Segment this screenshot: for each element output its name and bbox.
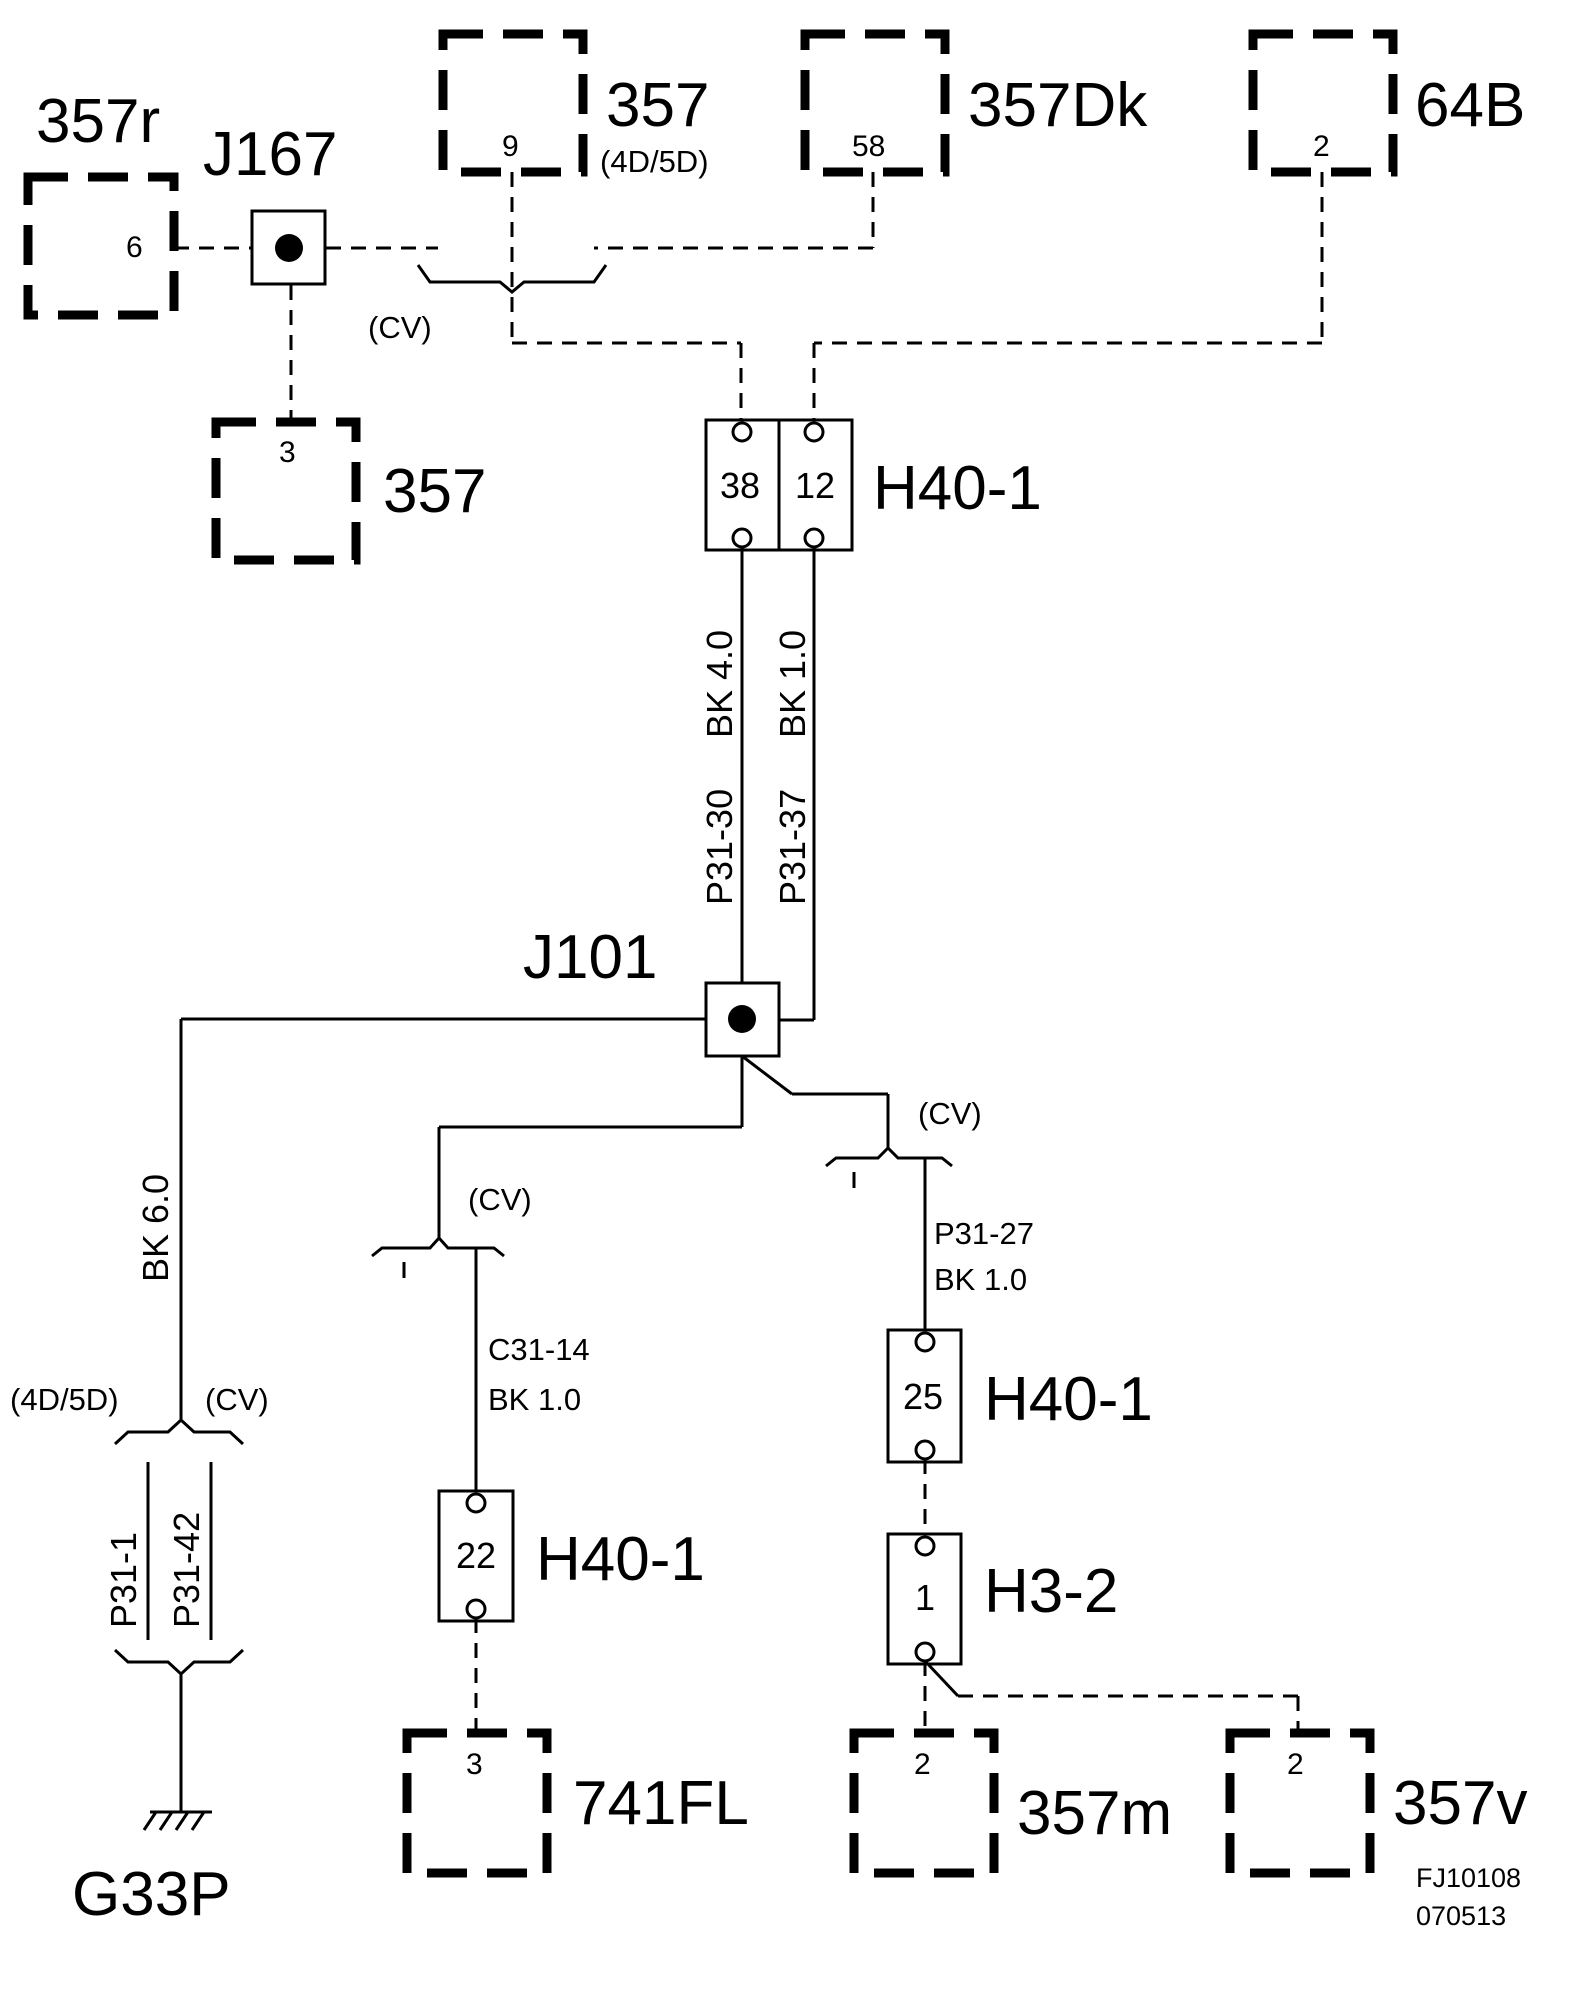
junction-label: J101 (523, 923, 657, 992)
top-dashed-wiring (174, 172, 1324, 425)
component-741FL: 3 741FL (402, 1728, 749, 1878)
variant-note: (4D/5D) (600, 144, 709, 179)
pin-12: 12 (795, 465, 835, 506)
wire-spec: BK 1.0 (772, 630, 813, 738)
pin-25: 25 (903, 1376, 943, 1417)
figure-id-line2: 070513 (1416, 1901, 1506, 1931)
wire-circuit: P31-1 (103, 1532, 144, 1628)
wire-label-P31-30: P31-30 BK 4.0 (699, 630, 740, 905)
pin-label: 6 (126, 231, 143, 264)
junction-label: J167 (203, 120, 337, 189)
wire-spec: BK 6.0 (135, 1174, 176, 1282)
pin-label: 2 (1313, 130, 1330, 163)
pin-label: 3 (279, 436, 296, 469)
component-box (1248, 29, 1398, 177)
component-label: 357r (36, 87, 160, 156)
figure-id: FJ10108 070513 (1416, 1863, 1521, 1931)
wire-circuit: C31-14 (488, 1332, 590, 1367)
pin-label: 9 (502, 130, 519, 163)
pin-label: 3 (466, 1748, 483, 1781)
component-label: 357 (606, 71, 709, 140)
component-357r: 6 357r (23, 87, 179, 320)
component-label: 357m (1017, 1779, 1172, 1848)
cv-label: (CV) (468, 1182, 532, 1217)
component-357-top: 9 357 (4D/5D) (438, 29, 709, 179)
component-357v: 2 357v (1225, 1728, 1527, 1878)
pin-22: 22 (456, 1535, 496, 1576)
connector-label: H40-1 (536, 1525, 705, 1594)
connector-H40-1-top: 38 12 H40-1 (704, 418, 1042, 552)
component-64B: 2 64B (1248, 29, 1525, 177)
pin-1: 1 (915, 1577, 935, 1618)
wire-spec: BK 4.0 (699, 630, 740, 738)
solid-wires-upper (740, 547, 816, 1022)
component-label: 64B (1415, 71, 1525, 140)
ground-label: G33P (72, 1860, 231, 1929)
wire-label-P31-37: P31-37 BK 1.0 (772, 630, 813, 905)
component-box (800, 29, 950, 177)
pin-label: 2 (1287, 1748, 1304, 1781)
ground-branch: BK 6.0 (4D/5D) (CV) P31-1 P31-42 G33P (10, 1017, 706, 1929)
pin-label: 2 (914, 1748, 931, 1781)
connector-label: H3-2 (984, 1557, 1118, 1626)
cv-bracket-top: (CV) (368, 264, 608, 345)
wire-circuit: P31-30 (699, 789, 740, 905)
cv-label: (CV) (918, 1096, 982, 1131)
component-box (849, 1728, 999, 1878)
wire-circuit: P31-37 (772, 789, 813, 905)
connector-label: H40-1 (873, 454, 1042, 523)
component-box (438, 29, 588, 177)
cv-label: (CV) (205, 1382, 269, 1417)
junction-J167: J167 (203, 120, 337, 286)
cv-label: (CV) (368, 310, 432, 345)
branch-741FL: (CV) C31-14 BK 1.0 22 H40-1 (371, 1056, 744, 1733)
figure-id-line1: FJ10108 (1416, 1863, 1521, 1893)
variant-label: (4D/5D) (10, 1382, 119, 1417)
component-label: 357v (1393, 1769, 1527, 1838)
component-box (211, 417, 361, 565)
component-357Dk: 58 357Dk (800, 29, 1148, 177)
component-357m: 2 357m (849, 1728, 1172, 1878)
wire-spec: BK 1.0 (488, 1382, 581, 1417)
branch-357m-357v: (CV) P31-27 BK 1.0 25 H40-1 1 H3-2 (741, 1054, 1300, 1733)
pin-label: 58 (852, 130, 885, 163)
component-box (23, 172, 179, 320)
component-label: 357 (383, 457, 486, 526)
component-label: 357Dk (968, 71, 1148, 140)
connector-label: H40-1 (984, 1365, 1153, 1434)
component-box (1225, 1728, 1375, 1878)
wire-circuit: P31-27 (934, 1216, 1034, 1251)
wire-spec: BK 1.0 (934, 1262, 1027, 1297)
wire-circuit: P31-42 (166, 1512, 207, 1628)
component-label: 741FL (573, 1769, 749, 1838)
component-357-left: 3 357 (211, 417, 486, 565)
pin-38: 38 (720, 465, 760, 506)
